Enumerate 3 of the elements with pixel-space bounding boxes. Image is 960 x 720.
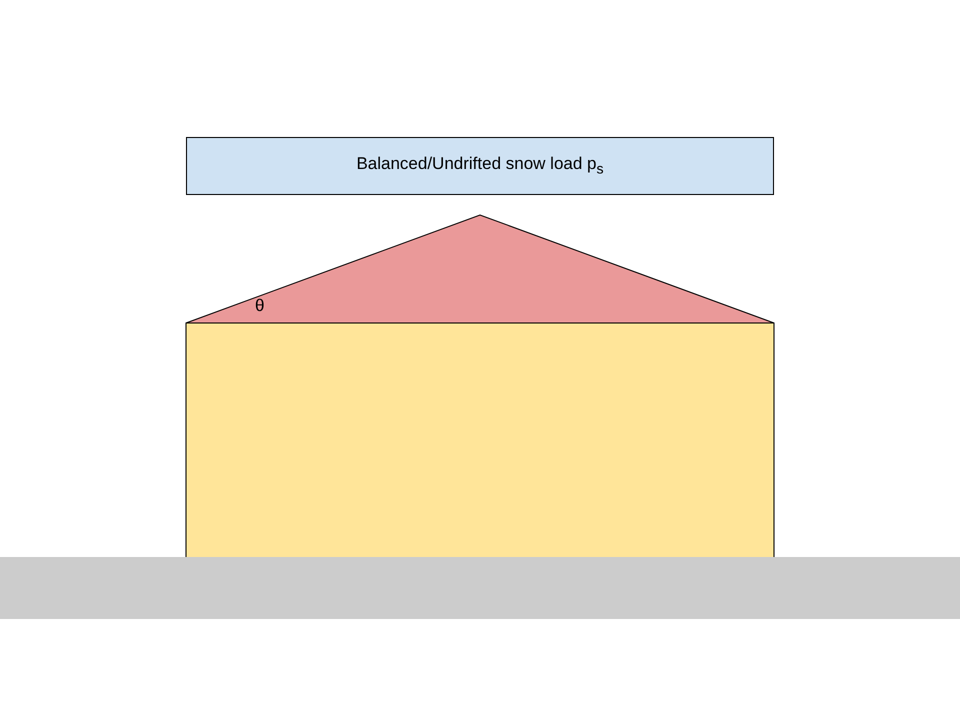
angle-label: θ	[255, 296, 264, 316]
load-box	[186, 137, 774, 195]
load-label: Balanced/Undrifted snow load p$_{s}$	[356, 154, 604, 178]
